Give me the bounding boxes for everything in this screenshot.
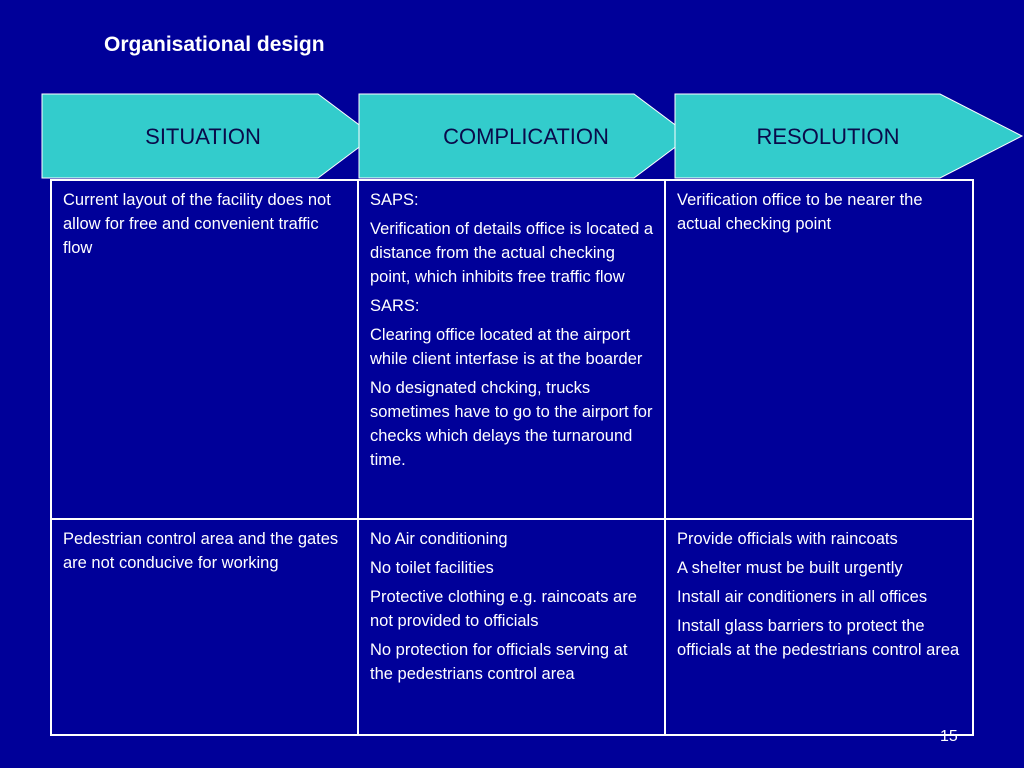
cell-text: No protection for officials serving at t…	[370, 641, 628, 683]
arrow-label-situation: SITUATION	[145, 124, 261, 149]
cell-text: SARS:	[370, 297, 420, 315]
cell-text: Install glass barriers to protect the of…	[677, 617, 960, 659]
arrow-label-resolution: RESOLUTION	[756, 124, 900, 149]
cell-text: Protective clothing e.g. raincoats are n…	[370, 588, 637, 630]
cell-text: Verification of details office is locate…	[370, 220, 654, 286]
cell-text: No Air conditioning	[370, 530, 508, 548]
cell-text: Provide officials with raincoats	[677, 530, 898, 548]
row2-situation-cell: Pedestrian control area and the gates ar…	[52, 520, 359, 734]
cell-text: Install air conditioners in all offices	[677, 588, 928, 606]
cell-text: No designated chcking, trucks sometimes …	[370, 379, 653, 469]
page-number: 15	[940, 728, 958, 745]
cell-text: Clearing office located at the airport w…	[370, 326, 643, 368]
arrow-resolution	[674, 93, 1024, 179]
cell-text: SAPS:	[370, 191, 419, 209]
arrow-label-complication: COMPLICATION	[443, 124, 609, 149]
cell-text: A shelter must be built urgently	[677, 559, 903, 577]
process-arrows	[41, 93, 1024, 179]
row2-resolution-cell: Provide officials with raincoats A shelt…	[666, 520, 972, 734]
row1-complication-cell: SAPS: Verification of details office is …	[359, 181, 666, 520]
cell-text: Current layout of the facility does not …	[63, 191, 331, 257]
analysis-table: Current layout of the facility does not …	[50, 179, 974, 736]
cell-text: Verification office to be nearer the act…	[677, 191, 923, 233]
slide-title: Organisational design	[104, 33, 325, 56]
row2-complication-cell: No Air conditioning No toilet facilities…	[359, 520, 666, 734]
cell-text: No toilet facilities	[370, 559, 494, 577]
cell-text: Pedestrian control area and the gates ar…	[63, 530, 339, 572]
arrow-complication	[358, 93, 691, 179]
row1-situation-cell: Current layout of the facility does not …	[52, 181, 359, 520]
arrow-situation	[41, 93, 375, 179]
row1-resolution-cell: Verification office to be nearer the act…	[666, 181, 972, 520]
